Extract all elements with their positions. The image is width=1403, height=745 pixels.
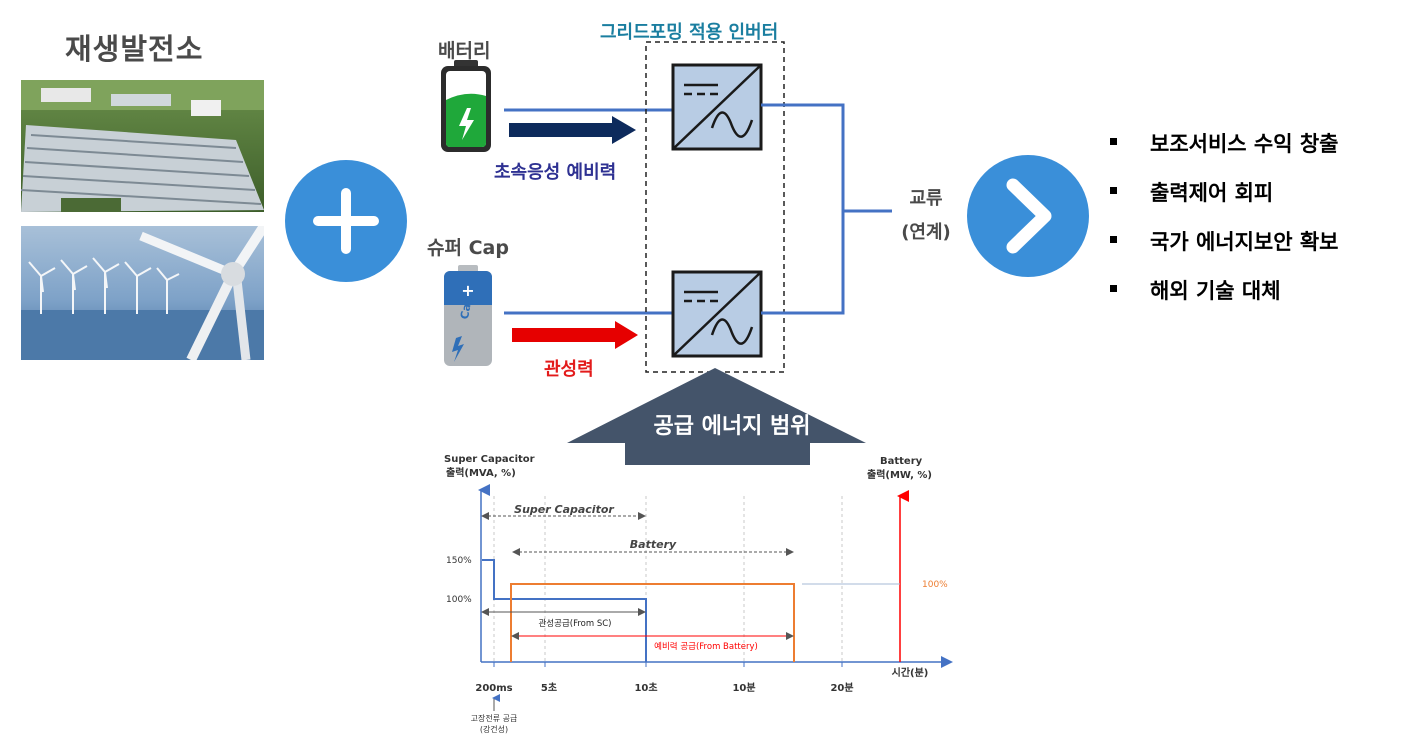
fault-note-2: (강건성) (480, 724, 508, 734)
renewable-plant-title: 재생발전소 (65, 32, 204, 66)
plus-icon (285, 160, 407, 282)
svg-text:+: + (461, 281, 474, 300)
x-tick-10s: 10초 (634, 681, 657, 694)
benefit-text: 출력제어 회피 (1150, 181, 1274, 205)
x-axis-label: 시간(분) (892, 666, 929, 679)
bullet-icon (1110, 138, 1117, 145)
benefit-item: 해외 기술 대체 (1110, 275, 1339, 324)
fault-note-1: 고장전류 공급 (471, 713, 518, 723)
x-tick-200ms: 200ms (475, 683, 512, 694)
supply-timeline-chart: Super Capacitor 출력(MVA, %) Battery 출력(MW… (444, 454, 953, 734)
inertia-label: 관성력 (544, 359, 594, 380)
x-tick-5s: 5초 (541, 681, 557, 694)
benefit-text: 보조서비스 수익 창출 (1150, 132, 1339, 156)
inverter-bottom-icon (671, 270, 763, 358)
ac-label-line1: 교류 (909, 188, 943, 209)
benefit-text: 해외 기술 대체 (1150, 279, 1281, 303)
bullet-icon (1110, 187, 1117, 194)
supply-range-label: 공급 에너지 범위 (653, 414, 811, 439)
supercap-label: 슈퍼 Cap (427, 237, 509, 259)
benefit-item: 보조서비스 수익 창출 (1110, 128, 1339, 177)
benefit-item: 출력제어 회피 (1110, 177, 1339, 226)
right-axis-label-1: Battery (880, 456, 923, 467)
y-tick-150: 150% (446, 556, 472, 566)
benefit-text: 국가 에너지보안 확보 (1150, 230, 1339, 254)
series-battery-line (510, 583, 795, 662)
ac-label-line2: (연계) (901, 222, 951, 243)
span-sc-label: 관성공급(From SC) (538, 618, 611, 629)
right-axis-label-2: 출력(MW, %) (867, 468, 932, 481)
ac-grid-label: 교류 (연계) (896, 182, 956, 250)
supply-range-arrow (567, 368, 866, 465)
inverter-top-icon (671, 63, 763, 151)
left-axis-label-2: 출력(MVA, %) (446, 466, 516, 479)
bullet-icon (1110, 285, 1117, 292)
red-arrow-icon (512, 321, 638, 349)
span-battery-label: 예비력 공급(From Battery) (654, 641, 758, 652)
x-tick-10m: 10분 (732, 682, 755, 694)
range-battery-label: Battery (630, 538, 677, 551)
ultra-fast-reserve-label: 초속응성 예비력 (494, 162, 617, 183)
solar-plant-photo (21, 80, 264, 212)
battery-label: 배터리 (438, 40, 491, 62)
series-supercap-line (482, 559, 647, 662)
inverter-title: 그리드포밍 적용 인버터 (600, 22, 779, 43)
benefit-item: 국가 에너지보안 확보 (1110, 226, 1339, 275)
system-diagram: + (441, 41, 892, 465)
bullet-icon (1110, 236, 1117, 243)
y-tick-100: 100% (446, 595, 472, 605)
left-axis-label-1: Super Capacitor (444, 454, 535, 465)
x-tick-20m: 20분 (830, 682, 853, 694)
chevron-right-icon (967, 155, 1089, 277)
offshore-wind-photo (21, 226, 264, 360)
navy-arrow-icon (509, 116, 636, 144)
y-tick-right-100: 100% (922, 580, 948, 590)
range-sc-label: Super Capacitor (514, 503, 614, 516)
battery-icon (441, 60, 491, 152)
supercap-icon: + (444, 265, 492, 366)
benefits-list: 보조서비스 수익 창출 출력제어 회피 국가 에너지보안 확보 해외 기술 대체 (1110, 128, 1339, 324)
